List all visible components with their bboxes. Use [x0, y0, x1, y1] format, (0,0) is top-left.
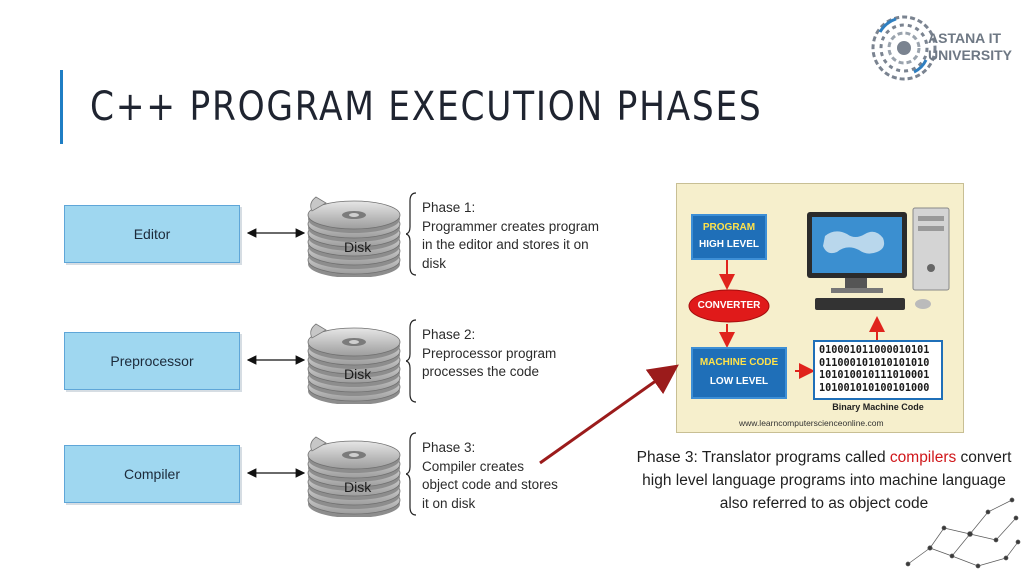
logo-text: ASTANA IT UNIVERSITY — [928, 30, 1012, 64]
binary-line: 011000101010101010 — [819, 357, 930, 369]
disk-label: Disk — [344, 366, 372, 382]
phase-box: Editor — [64, 205, 240, 263]
disk-label: Disk — [344, 239, 372, 255]
double-arrow-icon — [246, 355, 306, 365]
brace-icon — [406, 432, 417, 516]
program-box: PROGRAM HIGH LEVEL — [691, 214, 767, 260]
computer-icon — [807, 207, 950, 310]
program-sub: HIGH LEVEL — [698, 239, 759, 250]
phase-text-line: disk — [422, 255, 447, 271]
logo-line-2: UNIVERSITY — [928, 47, 1013, 63]
disk-label: Disk — [344, 479, 372, 495]
disk-icon — [307, 323, 401, 404]
program-title: PROGRAM — [702, 222, 756, 233]
caption-text: Phase 3: Translator programs called comp… — [628, 446, 1020, 515]
phase-text-line: it on disk — [422, 495, 476, 511]
brace-icon — [406, 319, 417, 403]
disk-icon — [307, 436, 401, 517]
phase-text-line: object code and stores — [422, 477, 558, 492]
phase-box: Preprocessor — [64, 332, 240, 390]
university-logo-icon — [871, 15, 937, 81]
title-accent-bar — [60, 70, 63, 144]
caption-highlight: compilers — [889, 449, 957, 466]
machine-title: MACHINE CODE — [699, 357, 779, 368]
illustration-arrows — [719, 260, 885, 379]
phase-box: Compiler — [64, 445, 240, 503]
double-arrow-icon — [246, 468, 306, 478]
machine-code-box: MACHINE CODE LOW LEVEL — [691, 347, 787, 399]
machine-sub: LOW LEVEL — [709, 376, 769, 387]
binary-line: 010001011000010101 — [819, 345, 930, 356]
illustration-panel: PROGRAM HIGH LEVEL CONVERTER MACHINE COD… — [676, 183, 964, 433]
phase-description: Phase 1: Programmer creates program in the… — [422, 199, 602, 273]
binary-caption: Binary Machine Code — [832, 402, 924, 412]
phase-description: Phase 2: Preprocessor program processes th… — [422, 326, 602, 382]
brace-icon — [406, 192, 417, 276]
phase-text-line: in the editor and stores it on — [422, 237, 589, 252]
watermark-text: www.learncomputerscienceonline.com — [739, 418, 884, 428]
slide-title: C++ PROGRAM EXECUTION PHASES — [90, 84, 763, 130]
phase-text-line: Programmer creates program — [422, 218, 600, 234]
converter-ellipse-icon — [688, 289, 770, 323]
caption-after: convert high level language programs int… — [642, 449, 1012, 512]
binary-line: 101010010111010001 — [819, 370, 930, 381]
phase-text-line: Preprocessor program — [422, 345, 557, 361]
binary-code-box: 010001011000010101 011000101010101010 10… — [813, 340, 943, 400]
disk-icon — [307, 196, 401, 277]
binary-line: 101001010100101000 — [819, 382, 930, 394]
network-decoration-icon — [905, 497, 1021, 569]
double-arrow-icon — [246, 228, 306, 238]
phase-text-line: processes the code — [422, 364, 540, 379]
logo-line-1: ASTANA IT — [928, 30, 1002, 46]
phase-text-line: Phase 2: — [422, 327, 476, 342]
phase-text-line: Phase 3: — [422, 440, 476, 455]
converter-label: CONVERTER — [697, 300, 761, 311]
caption-before: Phase 3: Translator programs called — [636, 449, 890, 466]
phase-text-line: Phase 1: — [422, 200, 476, 215]
phase-description: Phase 3: Compiler creates object code and … — [422, 439, 602, 513]
phase-text-line: Compiler creates — [422, 458, 525, 474]
